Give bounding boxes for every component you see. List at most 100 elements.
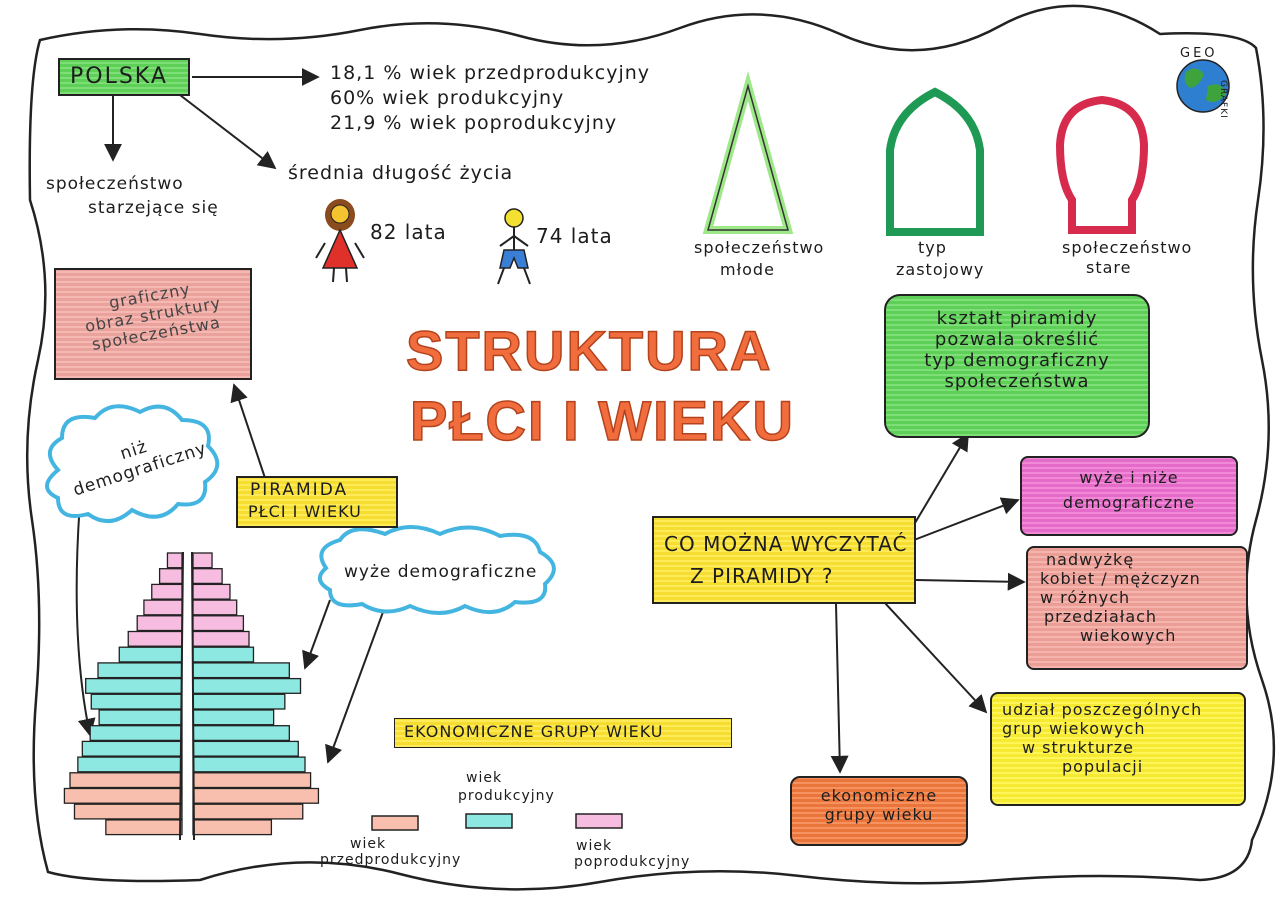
page-border — [25, 4, 1276, 891]
pyramid-bar-left — [77, 756, 183, 773]
geografki-logo — [1176, 59, 1230, 113]
share-line-1: udział poszczególnych — [1002, 700, 1203, 719]
old-society-caption-1: społeczeństwo — [1062, 238, 1193, 257]
aging-society-line1: społeczeństwo — [46, 174, 184, 194]
man-figure-icon — [497, 208, 531, 285]
young-society-outline — [707, 83, 789, 231]
female-life-expectancy: 82 lata — [370, 220, 447, 244]
question-line1: CO MOŻNA WYCZYTAĆ — [664, 532, 908, 556]
legend-swatch-working — [465, 813, 513, 829]
pyramid-bar-left — [81, 740, 183, 757]
legend-working-line2: produkcyjny — [458, 788, 555, 804]
old-society-bulb-shape — [1055, 95, 1149, 234]
pyramid-bar-right — [192, 693, 286, 710]
baby-bust-cloud-shape — [45, 404, 220, 523]
polska-label-box — [58, 58, 190, 96]
main-title-line2: PŁCI I WIEKU — [409, 388, 795, 453]
legend-post-working-line1: wiek — [576, 838, 613, 854]
stagnant-society-caption-2: zastojowy — [896, 260, 985, 279]
polska-label: POLSKA — [70, 64, 168, 89]
baby-boom-cloud-shape — [318, 525, 556, 615]
pyramid-label-box — [236, 476, 398, 528]
econ-line-1: ekonomiczne — [820, 786, 938, 805]
gender-surplus-box — [1026, 546, 1248, 670]
stagnant-society-arch-shape — [886, 87, 984, 236]
pyramid-bar-right — [192, 740, 299, 757]
pyramid-bar-right — [192, 568, 223, 585]
old-society-caption-2: stare — [1086, 258, 1132, 277]
pyramid-bar-right — [192, 552, 213, 569]
shape-line-2: pozwala określić — [934, 329, 1100, 350]
pyramid-bar-right — [192, 772, 312, 789]
pyramid-bar-left — [143, 599, 183, 616]
shape-line-4: społeczeństwa — [944, 371, 1090, 392]
connector-lines — [75, 68, 1026, 774]
surplus-line-2: kobiet / mężczyzn — [1040, 569, 1201, 588]
pyramid-bar-left — [97, 662, 183, 679]
booms-line-1: wyże i niże — [1079, 468, 1179, 487]
economic-groups-text: ekonomiczne grupy wieku — [790, 786, 968, 824]
economic-groups-box — [790, 776, 968, 846]
econ-line-2: grupy wieku — [824, 805, 934, 824]
pyramid-bar-left — [127, 630, 183, 647]
legend-pre-working-line2: przedprodukcyjny — [320, 852, 462, 868]
economic-groups-header: EKONOMICZNE GRUPY WIEKU — [404, 722, 664, 741]
pyramid-bar-right — [192, 725, 290, 742]
legend-swatch-pre-working — [371, 815, 419, 831]
pyramid-bar-left — [89, 725, 183, 742]
pyramid-right-axis — [191, 551, 195, 841]
pyramid-bar-right — [192, 630, 250, 647]
baby-boom-cloud-text: wyże demograficzne — [344, 562, 538, 582]
main-title-line1: STRUKTURA — [405, 318, 773, 383]
booms-and-busts-box — [1020, 456, 1238, 536]
life-expectancy-label: średnia długość życia — [288, 162, 514, 184]
young-society-caption-1: społeczeństwo — [694, 238, 825, 257]
young-society-triangle-shape — [702, 71, 794, 234]
aging-society-line2: starzejące się — [88, 198, 219, 218]
young-society-caption-2: młode — [720, 260, 775, 279]
legend-post-working-line2: poprodukcyjny — [574, 854, 691, 870]
polska-stats: 18,1 % wiek przedprodukcyjny 60% wiek pr… — [330, 62, 650, 134]
pyramid-bar-right — [192, 662, 290, 679]
surplus-line-5: wiekowych — [1080, 626, 1177, 645]
pyramid-label-line1: PIRAMIDA — [250, 480, 349, 500]
pyramid-bar-left — [69, 772, 183, 789]
economic-groups-header-box — [394, 718, 732, 748]
age-group-share-text: udział poszczególnych grup wiekowych w s… — [1002, 700, 1242, 776]
legend-pre-working-line1: wiek — [350, 836, 387, 852]
pyramid-bar-left — [73, 803, 183, 820]
pyramid-bar-right — [192, 787, 320, 804]
logo-text-bottom: GRAFKI — [1218, 80, 1228, 119]
pyramid-bar-right — [192, 709, 275, 726]
share-line-3: w strukturze — [1022, 738, 1134, 757]
pyramid-bar-right — [192, 599, 238, 616]
graphic-image-box — [54, 268, 252, 380]
share-line-2: grup wiekowych — [1002, 719, 1146, 738]
pyramid-bar-right — [192, 615, 245, 632]
gender-surplus-text: nadwyżkę kobiet / mężczyzn w różnych prz… — [1040, 550, 1240, 645]
legend-swatch-post-working — [575, 813, 623, 829]
pyramid-bar-right — [192, 756, 306, 773]
stagnant-society-caption-1: typ — [918, 238, 947, 257]
pyramid-bar-left — [105, 819, 183, 836]
legend-working-line1: wiek — [466, 770, 503, 786]
question-line2: Z PIRAMIDY ? — [690, 564, 834, 588]
pyramid-label-line2: PŁCI I WIEKU — [248, 502, 362, 521]
pyramid-bar-left — [85, 677, 183, 694]
surplus-line-1: nadwyżkę — [1046, 550, 1135, 569]
pyramid-bar-right — [192, 646, 255, 663]
pyramid-bar-left — [166, 552, 183, 569]
surplus-line-4: przedziałach — [1044, 607, 1158, 626]
pyramid-bar-left — [136, 615, 183, 632]
pyramid-bar-right — [192, 819, 273, 836]
age-group-share-box — [990, 692, 1246, 806]
stat-pre-working: 18,1 % wiek przedprodukcyjny — [330, 62, 651, 84]
question-box — [652, 516, 916, 604]
woman-figure-icon — [315, 199, 365, 283]
pyramid-bar-left — [98, 709, 183, 726]
pyramid-bar-left — [151, 583, 183, 600]
pyramid-left-axis — [179, 551, 184, 841]
pyramid-bar-left — [63, 787, 183, 804]
pyramid-bar-right — [192, 583, 231, 600]
